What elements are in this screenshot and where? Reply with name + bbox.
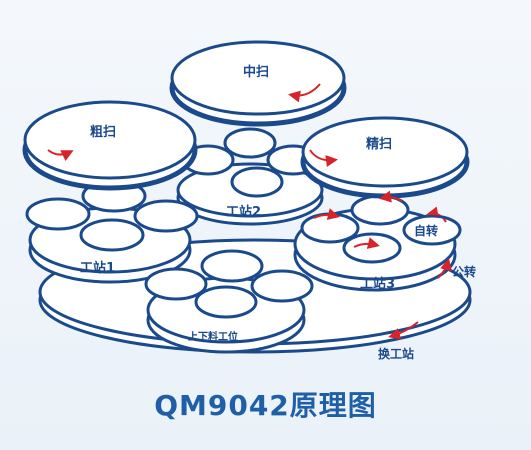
station2-wafer	[223, 127, 277, 159]
station3-rotate-arrow	[353, 237, 380, 249]
station3-rotate-arrow	[313, 208, 340, 220]
station3-label: 工站3	[360, 276, 395, 292]
station2-label: 工站2	[226, 204, 261, 220]
mid-sweep-pad	[169, 40, 347, 127]
fine-rotate-arrow	[309, 149, 338, 167]
station3-rotate-arrow	[379, 190, 403, 203]
station2-wafer	[230, 166, 284, 198]
fine-sweep-label: 精扫	[366, 136, 392, 152]
change-station-label: 换工站	[378, 346, 414, 361]
revolution-arrow	[437, 258, 452, 279]
load-unload-label: 上下料工位	[188, 330, 238, 343]
revolution-label: 公转	[452, 264, 476, 279]
station1-wafer	[79, 218, 145, 252]
rough-rotate-arrow	[47, 149, 74, 161]
load-wafer	[194, 285, 258, 319]
principle-diagram: 粗扫 中扫 精扫 工站2 工站1 工站3 自转 公转 上下料工位 换工站	[22, 40, 476, 361]
self-rotate-arrow	[426, 206, 447, 223]
self-rotate-label: 自转	[414, 223, 438, 238]
station3-wafer	[342, 232, 402, 264]
load-wafer	[250, 269, 314, 303]
mid-rotate-arrow	[288, 83, 321, 103]
station1-wafer	[25, 197, 91, 231]
rough-sweep-label: 粗扫	[90, 124, 116, 140]
fine-sweep-pad	[300, 116, 470, 199]
mid-sweep-label: 中扫	[243, 64, 269, 80]
rough-sweep-pad	[22, 100, 198, 191]
diagram-caption: QM9042原理图	[154, 389, 377, 422]
station3-wafer	[300, 212, 360, 244]
change-station-arrow	[388, 321, 419, 340]
load-unload-base	[144, 249, 314, 354]
self-rotate-disc	[403, 215, 461, 245]
station1-wafer	[133, 199, 199, 233]
station1-label: 工站1	[80, 260, 115, 276]
load-wafer	[144, 267, 208, 301]
station1-base	[25, 179, 199, 284]
load-wafer	[200, 249, 264, 283]
